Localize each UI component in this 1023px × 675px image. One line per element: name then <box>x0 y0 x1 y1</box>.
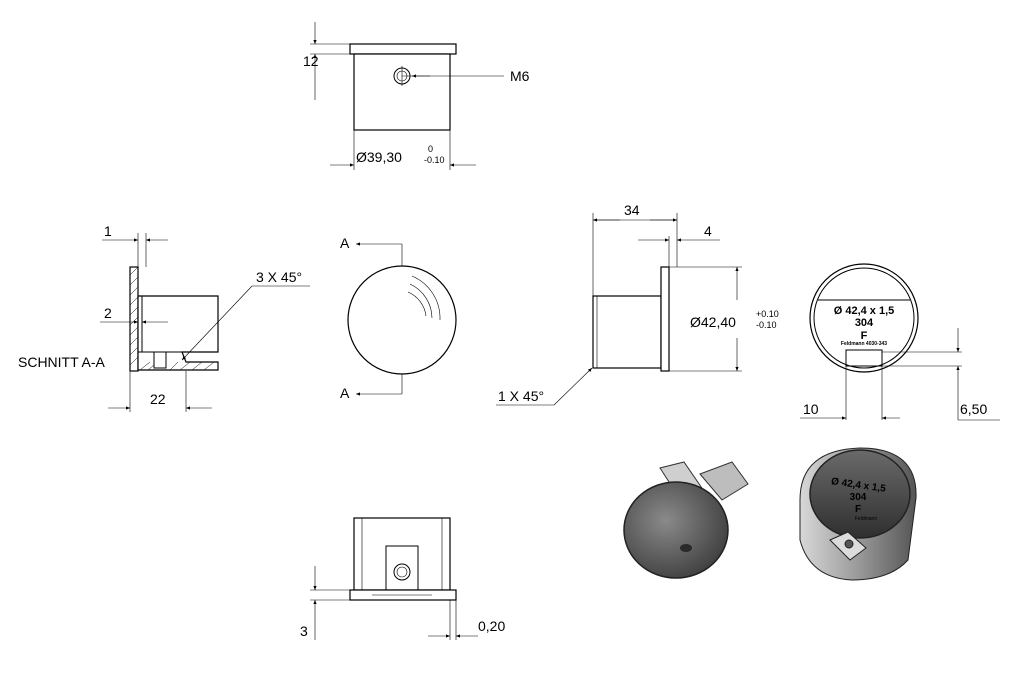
engraving-line2: 304 <box>855 317 874 329</box>
render-engraving-line3: F <box>855 504 861 515</box>
bottom-view: 3 0,20 <box>300 517 505 640</box>
engraving-line1: Ø 42,4 x 1,5 <box>834 305 895 317</box>
dim-020-label: 0,20 <box>478 618 505 634</box>
side-view: 34 4 Ø42,40 +0.10 -0.10 1 X 45° <box>496 202 779 406</box>
chamfer-1x45-label: 1 X 45° <box>498 388 544 404</box>
dim-650-label: 6,50 <box>960 401 987 417</box>
diameter-4240-label: Ø42,40 <box>690 314 736 330</box>
tol-lower-3930: -0.10 <box>424 155 445 165</box>
diameter-3930-label: Ø39,30 <box>356 149 402 165</box>
iso-render-right: Ø 42,4 x 1,5 304 F Feldmann <box>799 447 917 581</box>
dim-10-label: 10 <box>803 401 819 417</box>
section-title: SCHNITT A-A <box>18 354 106 370</box>
dim-34-label: 34 <box>624 202 640 218</box>
engraving-line3: F <box>861 330 868 342</box>
top-view: M6 12 Ø39,30 0 -0.10 <box>303 22 530 170</box>
iso-render-left <box>623 461 749 579</box>
section-a-a: 1 2 3 X 45° SCHNITT A-A 22 <box>18 223 310 412</box>
dim-3-label: 3 <box>300 623 308 639</box>
render-engraving-line4: Feldmann <box>855 516 877 522</box>
tol-upper-4240: +0.10 <box>756 309 779 319</box>
tol-upper-3930: 0 <box>428 144 433 154</box>
dim-1-label: 1 <box>104 223 112 239</box>
dim-4-label: 4 <box>704 223 712 239</box>
section-marker-top: A <box>340 235 350 251</box>
section-marker-bottom: A <box>340 385 350 401</box>
dim-12-label: 12 <box>303 53 319 69</box>
end-view: Ø 42,4 x 1,5 304 F Feldmann 4030-343 10 … <box>800 263 1000 421</box>
render-engraving-line2: 304 <box>850 492 867 503</box>
engraving-line4: Feldmann 4030-343 <box>841 341 887 347</box>
dim-22-label: 22 <box>150 391 166 407</box>
thread-label: M6 <box>510 68 530 84</box>
tol-lower-4240: -0.10 <box>756 320 777 330</box>
dim-2-label: 2 <box>104 305 112 321</box>
chamfer-3x45-label: 3 X 45° <box>256 269 302 285</box>
front-disc-view: A A <box>340 235 457 401</box>
